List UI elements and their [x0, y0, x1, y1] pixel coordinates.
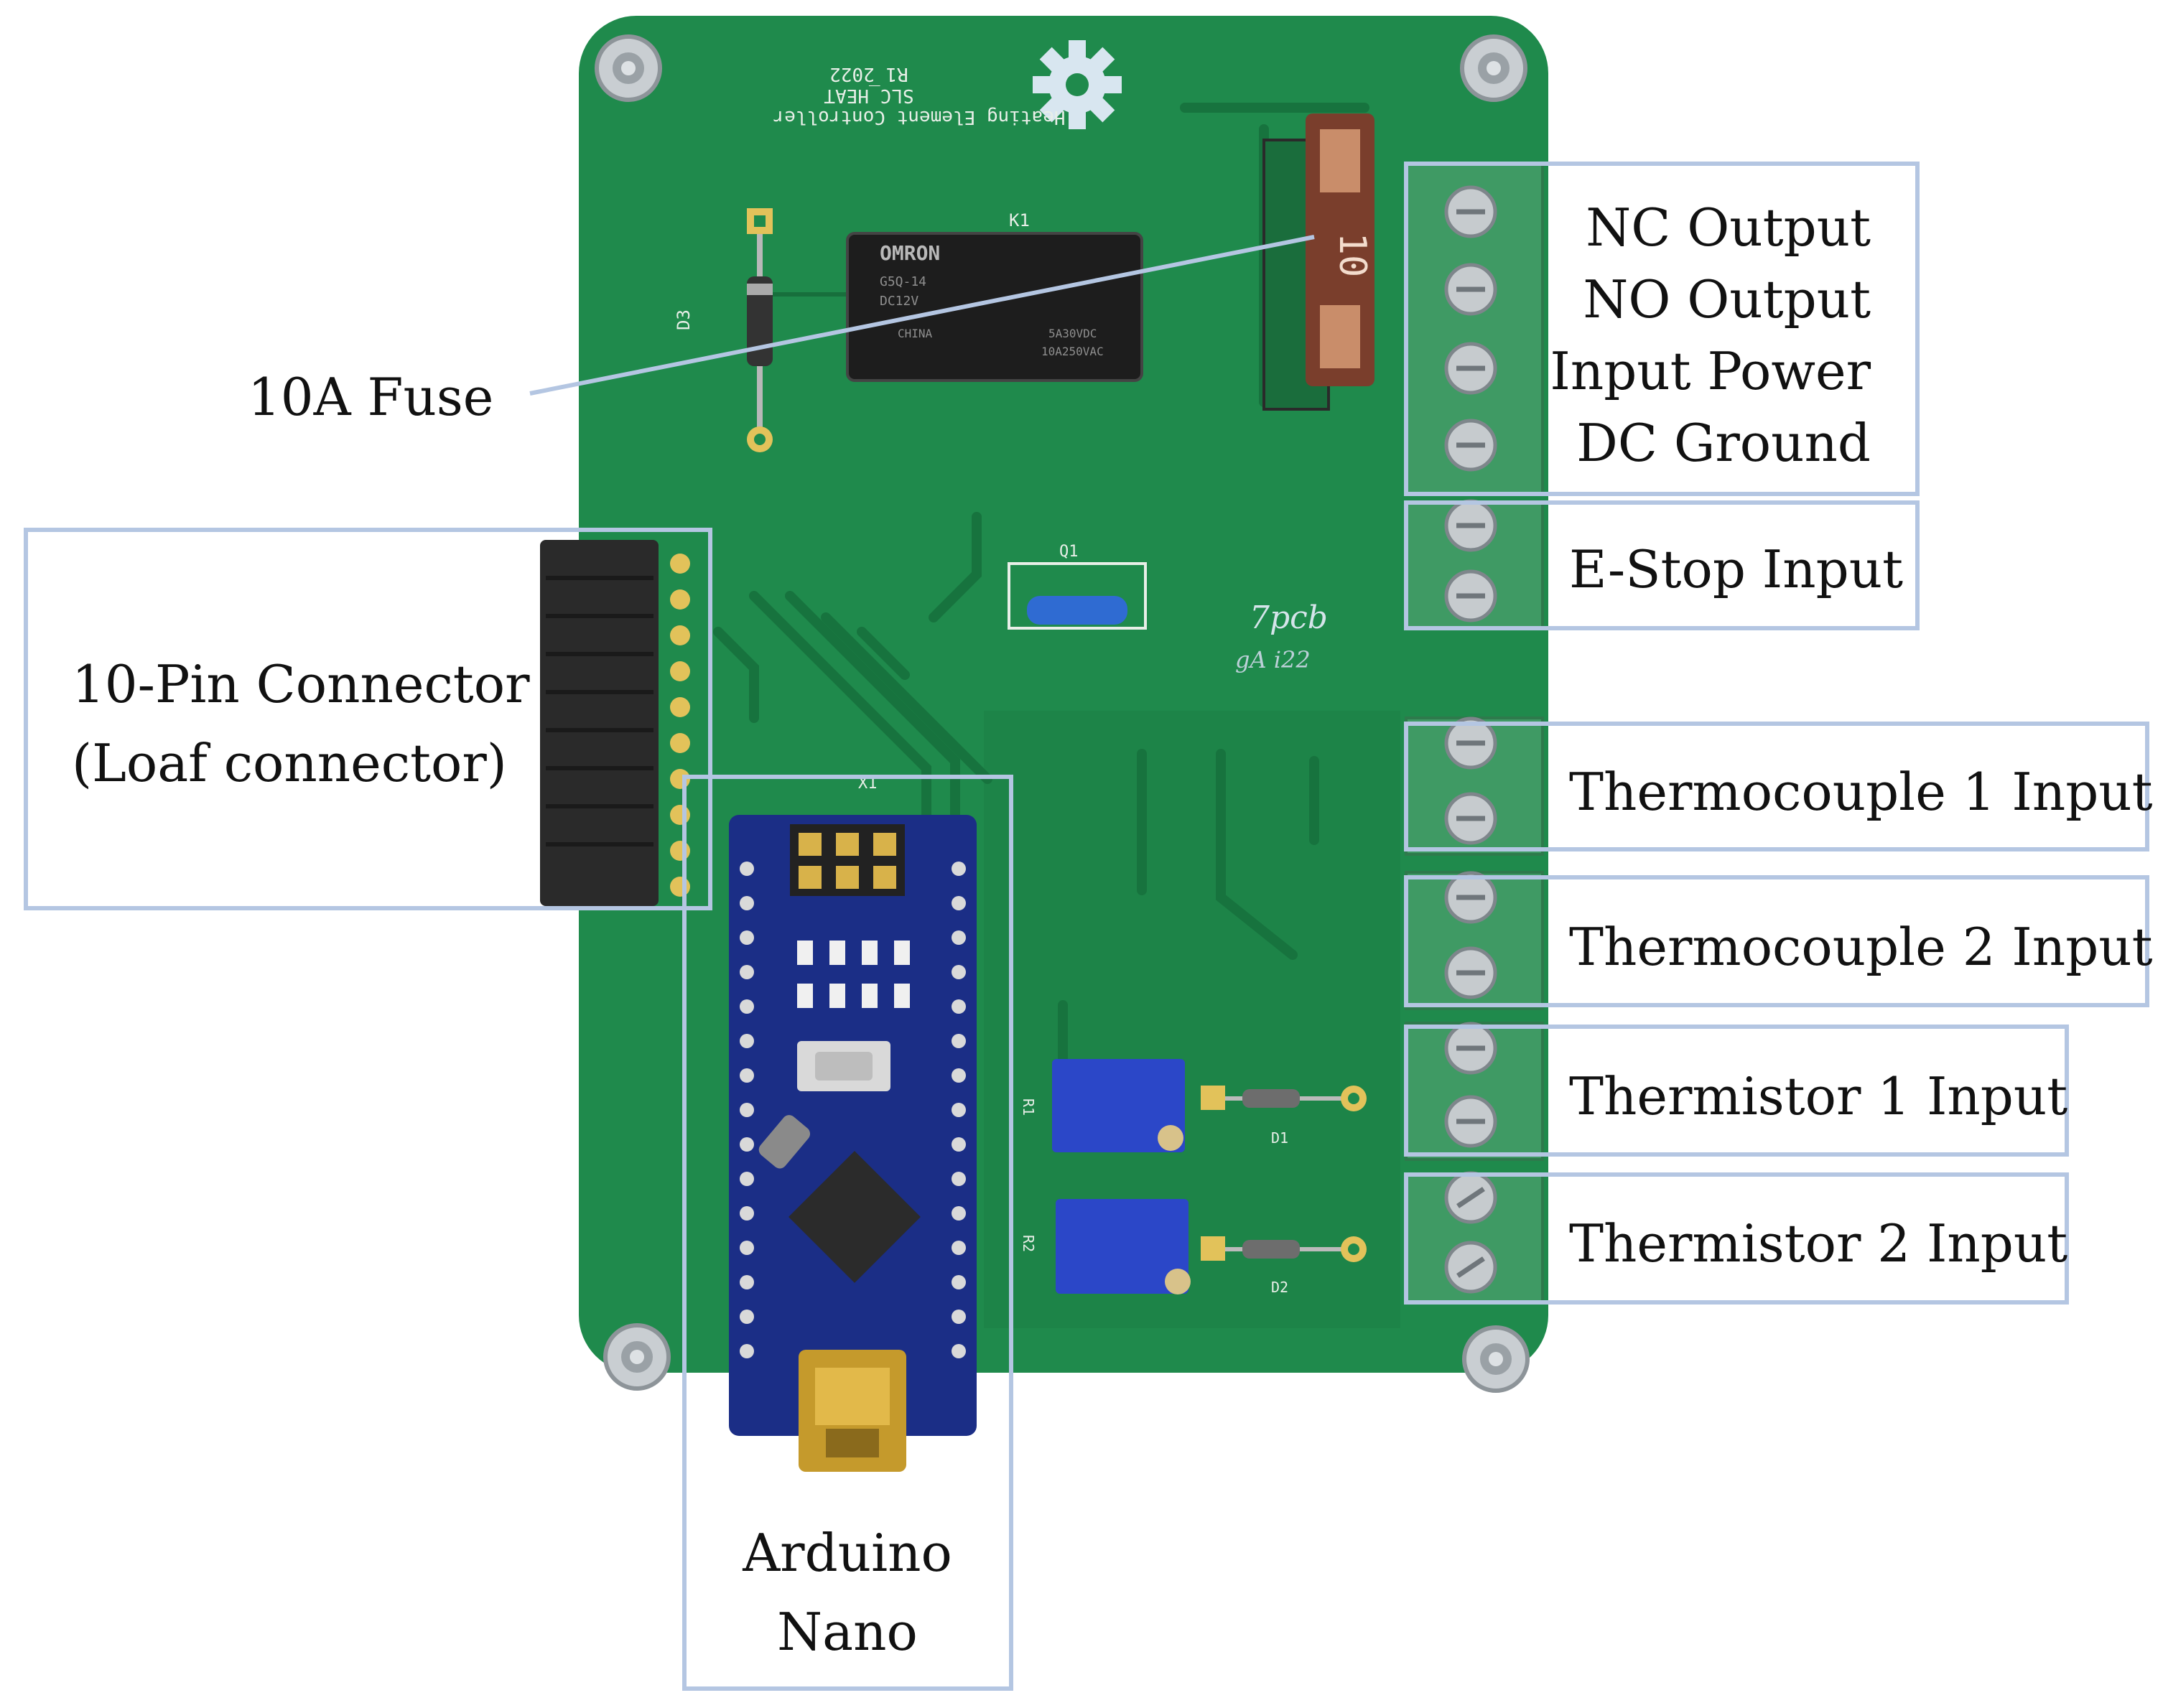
pcb-title-line-3: R1 2022 — [829, 63, 908, 85]
pot1-ref: R1 — [1020, 1098, 1037, 1116]
callout-power-box — [1404, 162, 1920, 496]
callout-arduino-box — [682, 775, 1013, 1691]
thermistor-2-label: Thermistor 2 Input — [1569, 1213, 2067, 1274]
diode2-ref: D2 — [1271, 1279, 1288, 1296]
diode-d2: D2 — [1201, 1236, 1367, 1296]
diode-d3-ref: D3 — [674, 309, 694, 330]
arduino-label-line-1: Arduino — [742, 1523, 952, 1583]
diode1-ref: D1 — [1271, 1129, 1288, 1147]
mounting-hole-bottom-left — [603, 1323, 671, 1391]
relay-rating-2: 10A250VAC — [1041, 345, 1104, 358]
pcb-title-silkscreen: Heating Element Controller SLC_HEAT R1 2… — [773, 63, 1066, 128]
callout-th1-box — [1404, 1025, 2069, 1157]
relay-ref: K1 — [1009, 210, 1030, 230]
connector-label-line-2: (Loaf connector) — [72, 733, 507, 793]
pcb-board: Heating Element Controller SLC_HEAT R1 2… — [540, 16, 1548, 1472]
diode-d1: D1 — [1201, 1086, 1367, 1147]
callout-estop-box — [1404, 500, 1920, 630]
relay-origin: CHINA — [898, 327, 933, 340]
pcb-title-line-2: SLC_HEAT — [824, 85, 914, 106]
transistor-ref: Q1 — [1059, 543, 1079, 561]
mounting-hole-bottom-right — [1462, 1325, 1530, 1393]
arduino-label-line-2: Nano — [777, 1602, 918, 1662]
handwriting-note-2: gA i22 — [1235, 646, 1311, 673]
diode-d3: D3 — [674, 208, 773, 452]
pcb-title-line-1: Heating Element Controller — [773, 106, 1066, 128]
thermocouple-2-label: Thermocouple 2 Input — [1569, 917, 2153, 977]
connector-label-line-1: 10-Pin Connector — [72, 654, 530, 714]
dc-ground-label: DC Ground — [1576, 413, 1871, 473]
arduino-nano-board: X1 — [729, 775, 977, 1472]
gear-logo-icon — [1033, 40, 1122, 129]
relay-coil: DC12V — [880, 294, 918, 309]
fuse-holder: 10 — [1262, 113, 1374, 411]
relay-rating-1: 5A30VDC — [1048, 327, 1097, 340]
fuse-leader-line — [529, 235, 1315, 396]
mounting-holes — [595, 34, 1530, 1393]
callout-tc2-box — [1404, 875, 2149, 1007]
relay-k1: K1 OMRON G5Q-14 DC12V CHINA 5A30VDC 10A2… — [846, 210, 1143, 382]
fuse-label: 10A Fuse — [248, 367, 493, 427]
copper-pour — [984, 711, 1400, 1328]
callout-connector-box — [24, 528, 712, 910]
input-power-label: Input Power — [1550, 341, 1871, 401]
callout-tc1-box — [1404, 722, 2149, 851]
estop-label: E-Stop Input — [1569, 539, 1903, 599]
relay-brand: OMRON — [880, 241, 940, 265]
pot2-ref: R2 — [1020, 1235, 1037, 1252]
callouts — [24, 162, 2149, 1691]
thermistor-1-label: Thermistor 1 Input — [1569, 1066, 2067, 1126]
trimpot-r1: R1 — [1020, 1059, 1185, 1152]
nc-output-label: NC Output — [1586, 197, 1871, 258]
terminal-blocks — [1405, 162, 1544, 1305]
labels: 10A Fuse NC Output NO Output Input Power… — [72, 197, 2153, 1662]
mounting-hole-top-left — [595, 34, 662, 102]
handwriting-note: 7pcb — [1250, 599, 1328, 636]
fuse-value: 10 — [1331, 233, 1374, 278]
relay-model: G5Q-14 — [880, 274, 926, 289]
no-output-label: NO Output — [1583, 269, 1871, 330]
trimpot-r2: R2 — [1020, 1199, 1191, 1294]
callout-th2-box — [1404, 1172, 2069, 1305]
transistor-q1: Q1 — [1008, 543, 1147, 630]
mounting-hole-top-right — [1460, 34, 1527, 102]
thermocouple-1-label: Thermocouple 1 Input — [1569, 762, 2153, 822]
